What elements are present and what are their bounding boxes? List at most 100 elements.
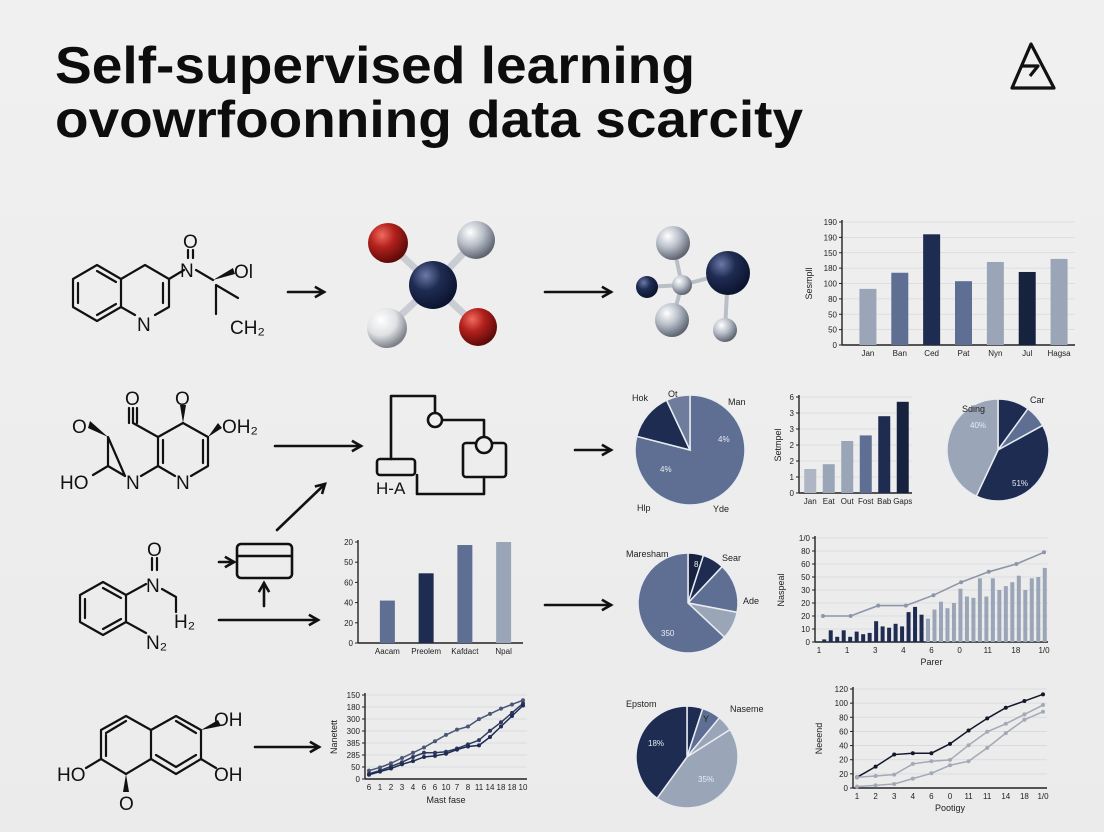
series-point	[1041, 703, 1045, 708]
series-point	[477, 717, 481, 722]
series-point	[1022, 712, 1027, 717]
atom-label: OH	[214, 765, 243, 786]
series-point	[855, 775, 859, 780]
series-point	[477, 743, 481, 748]
bar	[951, 603, 956, 642]
x-tick-label: 18	[497, 783, 506, 792]
series-point	[477, 738, 481, 743]
series-point	[455, 727, 459, 732]
x-tick-label: 18	[508, 783, 517, 792]
y-tick-label: 50	[344, 558, 353, 567]
pie-value-label: 4%	[718, 435, 730, 444]
bar	[854, 631, 859, 642]
y-tick-label: 0	[356, 775, 361, 784]
y-tick-label: 3	[790, 425, 795, 434]
series-point	[1041, 692, 1045, 697]
series-point	[929, 759, 934, 764]
bar	[919, 614, 924, 642]
x-tick-label: Kafdact	[451, 647, 479, 656]
series-point	[873, 773, 878, 778]
series-point	[873, 783, 878, 788]
y-tick-label: 100	[824, 280, 838, 289]
bar	[923, 234, 941, 345]
bar	[1003, 586, 1008, 642]
atom-label: O	[119, 794, 134, 815]
x-tick-label: Preolem	[411, 647, 441, 656]
series-point	[910, 776, 915, 781]
x-tick-label: Jan	[861, 349, 874, 358]
y-tick-label: 120	[835, 685, 849, 694]
x-tick-label: 18	[1020, 792, 1029, 801]
y-tick-label: 385	[347, 739, 361, 748]
pie-label: Hlp	[637, 503, 651, 513]
atom-label: HO	[60, 473, 89, 494]
series-point	[378, 765, 382, 770]
bar	[990, 578, 995, 642]
atom-label: HO	[57, 765, 86, 786]
series-point	[422, 745, 426, 750]
series-point	[389, 761, 393, 766]
series-point	[1022, 699, 1027, 704]
series-point	[499, 706, 503, 711]
series-point	[892, 781, 897, 786]
x-tick-label: 1	[817, 646, 822, 655]
pie-slice	[975, 424, 1050, 502]
line-point	[959, 580, 964, 585]
series-point	[985, 729, 990, 734]
x-tick-label: 6	[367, 783, 372, 792]
atom-label: O	[183, 232, 198, 253]
series-point	[966, 743, 971, 748]
bar	[861, 634, 866, 642]
series-point	[985, 745, 990, 750]
series-point	[1003, 721, 1008, 726]
series-point	[1003, 705, 1008, 710]
molecule-structure-3: O N H₂ N₂	[78, 540, 195, 654]
bar	[878, 416, 891, 493]
y-axis-label: Naspeal	[776, 573, 786, 606]
x-tick-label: 3	[892, 792, 897, 801]
series-point	[389, 766, 393, 771]
bar	[1042, 567, 1047, 642]
series-point	[422, 754, 426, 759]
x-tick-label: 7	[455, 783, 460, 792]
x-tick-label: Gaps	[893, 497, 912, 506]
atom-label: O	[125, 389, 140, 410]
bar	[828, 630, 833, 642]
y-tick-label: 0	[833, 341, 838, 350]
y-tick-label: 80	[801, 547, 810, 556]
series-point	[910, 751, 915, 756]
bar	[986, 261, 1004, 345]
bar	[887, 627, 892, 642]
x-tick-label: 1	[855, 792, 860, 801]
pie-value-label: 40%	[970, 421, 986, 430]
pie-label: Yde	[713, 504, 729, 514]
series-point	[948, 741, 952, 746]
hydrogen-atom	[367, 308, 407, 348]
pie-slice	[655, 728, 739, 809]
bar	[1023, 590, 1028, 642]
circuit-diagram: H-A	[375, 394, 508, 498]
atom-label: N	[126, 473, 140, 494]
pie-label: Maresham	[626, 549, 669, 559]
atom-sphere	[656, 226, 690, 260]
pie-label: Sear	[722, 553, 741, 563]
bar	[896, 401, 909, 493]
title-line-2: ovowrfoonning data scarcity	[55, 91, 803, 149]
line-point	[903, 603, 908, 608]
oxygen-atom	[368, 223, 408, 263]
x-tick-label: 6	[422, 783, 427, 792]
x-tick-label: Eat	[823, 497, 836, 506]
series-point	[367, 768, 371, 773]
bar	[835, 636, 840, 642]
y-tick-label: 0	[349, 639, 354, 648]
x-tick-label: 8	[466, 783, 471, 792]
x-tick-label: 0	[957, 646, 962, 655]
atom-label: N	[137, 315, 151, 336]
bar	[841, 630, 846, 642]
series-point	[466, 724, 470, 729]
x-tick-label: 4	[901, 646, 906, 655]
